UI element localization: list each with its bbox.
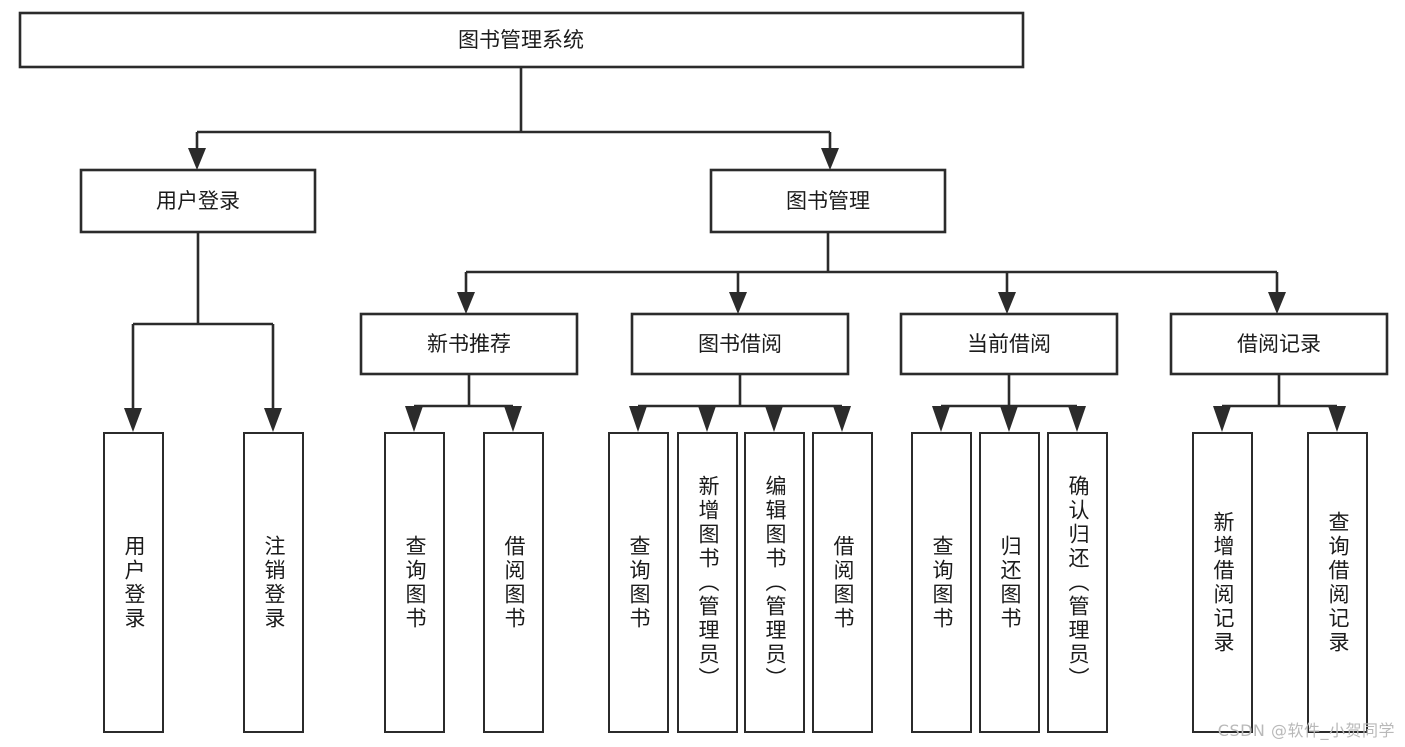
arrow-head-current-borrow [998,292,1016,314]
arrow-head-borrow-record-leaf2 [1328,406,1346,432]
leaf-current-borrow-query: 查询图书 [911,432,972,733]
leaf-current-borrow-confirm: 确认归还（管理员） [1047,432,1108,733]
node-borrow-record-label: 借阅记录 [1237,332,1321,356]
node-root: 图书管理系统 [18,11,1025,69]
leaf-label: 确认归还（管理员） [1066,474,1090,691]
leaf-user-login-login: 用户登录 [103,432,164,733]
node-current-borrow: 当前借阅 [899,312,1119,376]
node-user-login-label: 用户登录 [156,189,240,213]
node-current-borrow-label: 当前借阅 [967,332,1051,356]
arrow-head-new-book-leaf2 [504,406,522,432]
node-book-manage: 图书管理 [709,168,947,234]
leaf-label: 查询借阅记录 [1326,510,1350,655]
arrow-head-book-manage [821,148,839,170]
node-user-login: 用户登录 [79,168,317,234]
arrow-head-book-borrow-leaf4 [833,406,851,432]
leaf-label: 查询图书 [403,534,427,631]
leaf-book-borrow-query: 查询图书 [608,432,669,733]
leaf-label: 注销登录 [262,534,286,631]
arrow-head-new-book-leaf1 [405,406,423,432]
leaf-book-borrow-borrow: 借阅图书 [812,432,873,733]
leaf-book-borrow-add: 新增图书（管理员） [677,432,738,733]
leaf-label: 借阅图书 [502,534,526,631]
arrow-head-book-borrow [729,292,747,314]
arrow-head-borrow-record-leaf1 [1213,406,1231,432]
leaf-borrow-record-add: 新增借阅记录 [1192,432,1253,733]
node-new-book: 新书推荐 [359,312,579,376]
node-borrow-record: 借阅记录 [1169,312,1389,376]
leaf-new-book-query: 查询图书 [384,432,445,733]
leaf-borrow-record-query: 查询借阅记录 [1307,432,1368,733]
arrow-head-current-borrow-leaf1 [932,406,950,432]
leaf-label: 新增图书（管理员） [696,474,720,691]
leaf-label: 新增借阅记录 [1211,510,1235,655]
node-book-borrow-label: 图书借阅 [698,332,782,356]
leaf-label: 查询图书 [627,534,651,631]
leaf-label: 用户登录 [122,534,146,631]
node-book-borrow: 图书借阅 [630,312,850,376]
leaf-current-borrow-return: 归还图书 [979,432,1040,733]
node-root-label: 图书管理系统 [458,28,584,52]
leaf-label: 借阅图书 [831,534,855,631]
leaf-label: 查询图书 [930,534,954,631]
leaf-label: 编辑图书（管理员） [763,474,787,691]
arrow-head-book-borrow-leaf3 [765,406,783,432]
arrow-head-current-borrow-leaf3 [1068,406,1086,432]
arrow-head-book-borrow-leaf1 [629,406,647,432]
leaf-label: 归还图书 [998,534,1022,631]
leaf-new-book-borrow: 借阅图书 [483,432,544,733]
node-book-manage-label: 图书管理 [786,189,870,213]
arrow-head-current-borrow-leaf2 [1000,406,1018,432]
arrow-head-user-login-leaf2 [264,408,282,432]
arrow-head-new-book [457,292,475,314]
leaf-user-login-logout: 注销登录 [243,432,304,733]
arrow-head-borrow-record [1268,292,1286,314]
node-new-book-label: 新书推荐 [427,332,511,356]
arrow-head-user-login-leaf1 [124,408,142,432]
arrow-head-user-login [188,148,206,170]
arrow-head-book-borrow-leaf2 [698,406,716,432]
leaf-book-borrow-edit: 编辑图书（管理员） [744,432,805,733]
